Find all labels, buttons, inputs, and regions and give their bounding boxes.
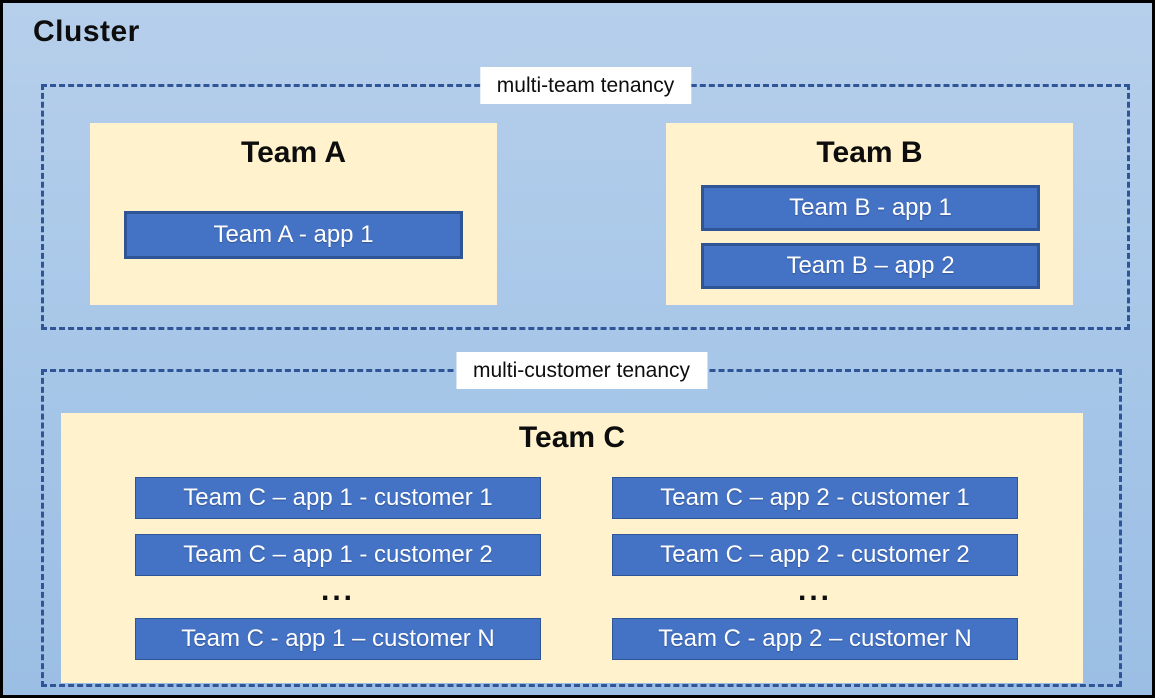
multi-customer-tenancy-group: multi-customer tenancy Team C Team C – a… <box>41 352 1122 687</box>
team-c-app-2-customer-n-label: Team C - app 2 – customer N <box>658 625 972 652</box>
team-c-title: Team C <box>518 421 626 454</box>
team-c-app-1-customer-2-box: Team C – app 1 - customer 2 <box>135 534 541 576</box>
team-a-title: Team A <box>240 136 347 169</box>
team-c-app-2-customer-2-box: Team C – app 2 - customer 2 <box>612 534 1018 576</box>
team-c-app-2-customer-1-box: Team C – app 2 - customer 1 <box>612 477 1018 519</box>
team-c-app-1-ellipsis: ... <box>320 574 355 607</box>
team-c-box: Team C Team C – app 1 - customer 1 Team … <box>61 413 1083 683</box>
multi-customer-tenancy-label: multi-customer tenancy <box>455 352 708 389</box>
team-a-box: Team A Team A - app 1 <box>90 123 497 305</box>
team-b-title: Team B <box>816 136 923 169</box>
team-b-app-1-box: Team B - app 1 <box>701 185 1040 231</box>
team-a-app-1-box: Team A - app 1 <box>124 211 463 259</box>
team-b-app-2-box: Team B – app 2 <box>701 243 1040 289</box>
cluster-title: Cluster <box>33 15 140 48</box>
team-c-app-1-customer-n-box: Team C - app 1 – customer N <box>135 618 541 660</box>
team-c-app-1-customer-2-label: Team C – app 1 - customer 2 <box>183 541 493 568</box>
team-c-app-2-customer-1-label: Team C – app 2 - customer 1 <box>660 484 970 511</box>
team-c-app-2-customer-2-label: Team C – app 2 - customer 2 <box>660 541 970 568</box>
multi-team-tenancy-label: multi-team tenancy <box>479 67 692 104</box>
team-c-app-1-customer-1-label: Team C – app 1 - customer 1 <box>183 484 493 511</box>
team-c-app-1-customer-n-label: Team C - app 1 – customer N <box>181 625 495 652</box>
team-b-app-2-label: Team B – app 2 <box>786 252 955 279</box>
team-c-app-1-customer-1-box: Team C – app 1 - customer 1 <box>135 477 541 519</box>
team-c-app-2-customer-n-box: Team C - app 2 – customer N <box>612 618 1018 660</box>
team-b-app-1-label: Team B - app 1 <box>789 194 952 221</box>
team-c-app-2-ellipsis: ... <box>797 574 832 607</box>
multi-team-tenancy-group: multi-team tenancy Team A Team A - app 1… <box>41 67 1130 330</box>
team-a-app-1-label: Team A - app 1 <box>213 221 374 248</box>
team-b-box: Team B Team B - app 1 Team B – app 2 <box>666 123 1073 305</box>
